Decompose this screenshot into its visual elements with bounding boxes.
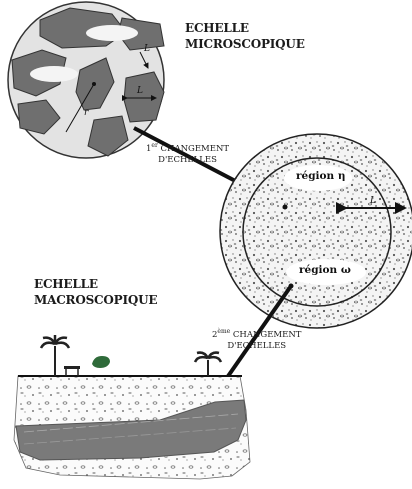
region-eta-label: région η bbox=[296, 170, 345, 182]
l-eta-symbol: L bbox=[370, 196, 376, 206]
change-1-label: 1er CHANGEMENT D'ECHELLES bbox=[146, 140, 229, 166]
region-omega-label: région ω bbox=[299, 264, 351, 276]
macro-title-line1: ECHELLE bbox=[34, 276, 157, 292]
change-1-line2: D'ECHELLES bbox=[146, 155, 229, 166]
bush-icon bbox=[92, 356, 110, 368]
change-2-line2: D'ECHELLES bbox=[212, 341, 301, 352]
micro-title-line1: ECHELLE bbox=[185, 20, 305, 36]
change-2-line1: 2ème CHANGEMENT bbox=[212, 326, 301, 341]
meso-outer-circle bbox=[220, 134, 412, 328]
l-symbol: L bbox=[137, 86, 143, 96]
change-2-label: 2ème CHANGEMENT D'ECHELLES bbox=[212, 326, 301, 352]
micro-title: ECHELLE MICROSCOPIQUE bbox=[185, 20, 305, 52]
connector-1-end bbox=[283, 205, 288, 210]
lr-symbol: L bbox=[144, 44, 150, 54]
bench-icon bbox=[64, 366, 80, 369]
pore bbox=[30, 66, 78, 82]
r-symbol: r bbox=[84, 108, 88, 118]
macro-title: ECHELLE MACROSCOPIQUE bbox=[34, 276, 157, 308]
pore bbox=[86, 25, 138, 41]
grain bbox=[124, 72, 164, 122]
change-1-line1: 1er CHANGEMENT bbox=[146, 140, 229, 155]
macroscopic-view bbox=[14, 335, 250, 479]
center-dot bbox=[92, 82, 96, 86]
micro-title-line2: MICROSCOPIQUE bbox=[185, 36, 305, 52]
intermediate-view bbox=[220, 134, 412, 328]
macro-title-line2: MACROSCOPIQUE bbox=[34, 292, 157, 308]
microscopic-view bbox=[8, 2, 164, 158]
